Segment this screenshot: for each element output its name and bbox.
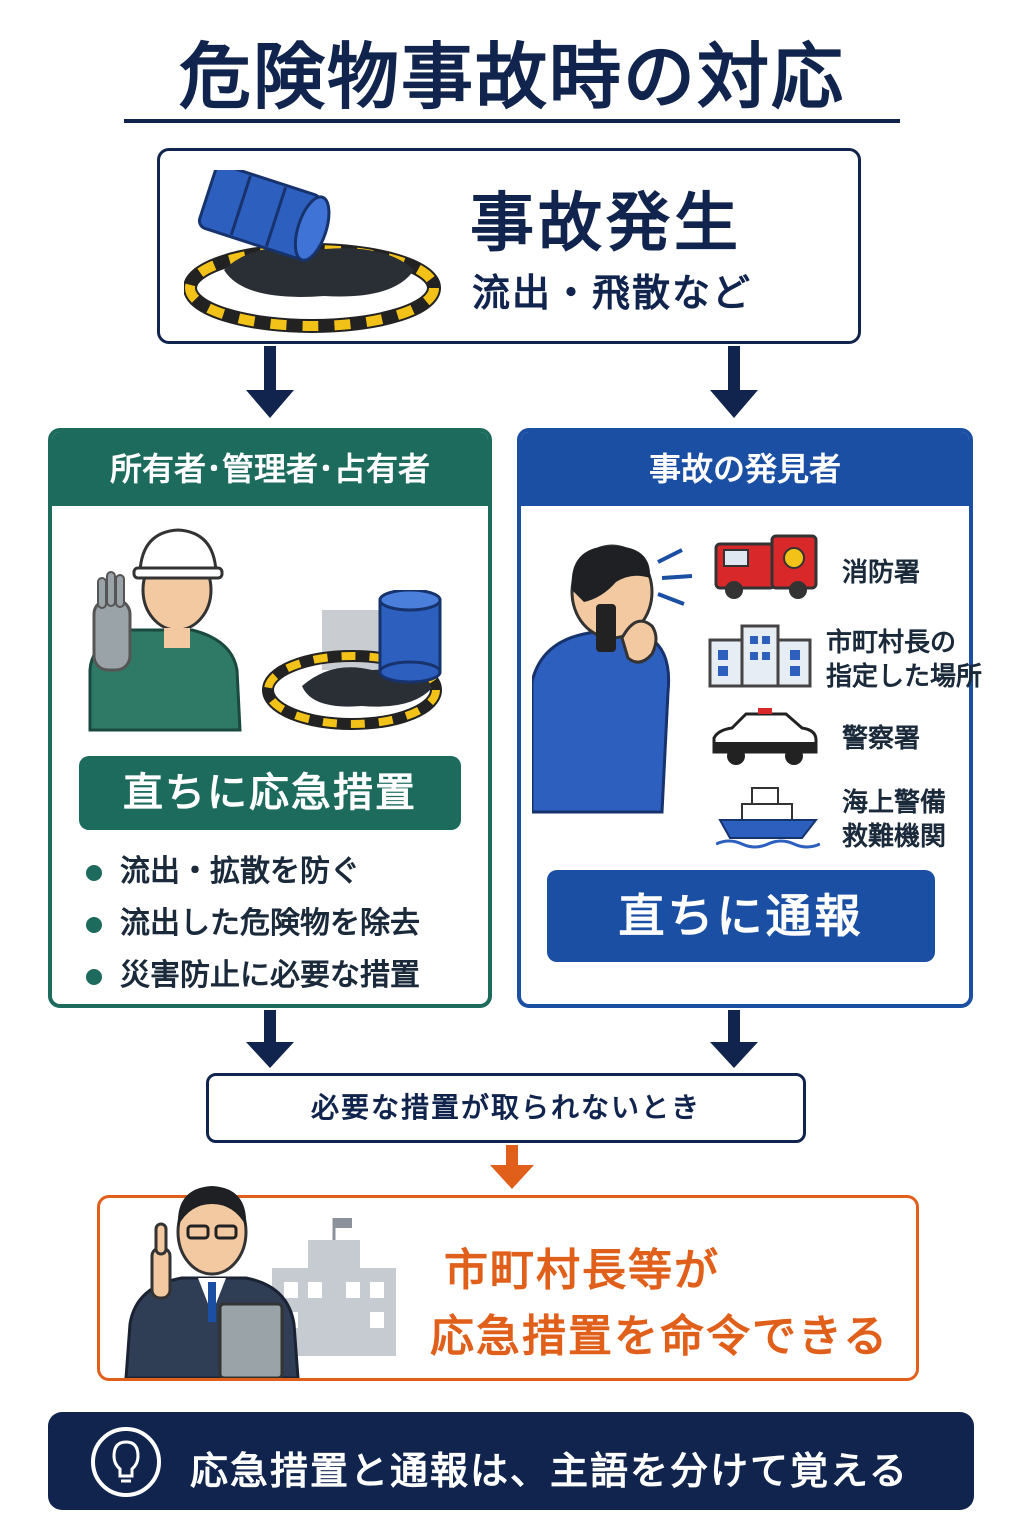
- city-hall-icon: [708, 624, 812, 688]
- tip-text: 応急措置と通報は、主語を分けて覚える: [190, 1449, 909, 1493]
- owner-panel-header: 所有者･管理者･占有者: [52, 432, 488, 506]
- mayor-text-line2: 応急措置を命令できる: [430, 1311, 890, 1362]
- worker-stop-gesture-icon: [88, 528, 242, 732]
- condition-box: 必要な措置が取られないとき: [206, 1073, 806, 1143]
- accident-subtitle: 流出・飛散など: [472, 271, 753, 315]
- coast-guard-ship-icon: [716, 787, 820, 849]
- contact-label-line: 市町村長の: [826, 628, 957, 658]
- arrow-down-icon: [246, 1010, 294, 1068]
- contact-label-line: 救難機関: [842, 822, 947, 852]
- arrow-down-icon: [710, 1010, 758, 1068]
- contact-label-line: 海上警備: [842, 788, 947, 818]
- mayor-text-line1: 市町村長等が: [444, 1245, 720, 1296]
- finder-panel-header: 事故の発見者: [521, 432, 969, 506]
- tip-bar: [48, 1412, 974, 1510]
- contact-label: 警察署: [842, 724, 921, 754]
- owner-bullet-text: 流出した危険物を除去: [120, 906, 420, 941]
- owner-panel: 所有者･管理者･占有者: [48, 428, 492, 1008]
- owner-bullet-text: 災害防止に必要な措置: [120, 958, 420, 993]
- person-phoning-icon: [532, 544, 693, 814]
- accident-title: 事故発生: [470, 187, 742, 261]
- owner-bullet-text: 流出・拡散を防ぐ: [120, 854, 360, 889]
- lightbulb-icon: [91, 1427, 161, 1497]
- spill-drum-icon: [184, 170, 441, 333]
- bullet-dot-icon: [86, 968, 102, 985]
- page-title: 危険物事故時の対応: [178, 35, 845, 119]
- bullet-dot-icon: [86, 916, 102, 933]
- arrow-down-icon: [710, 346, 758, 418]
- owner-bullet-item: 流出・拡散を防ぐ: [86, 846, 360, 890]
- arrow-down-icon: [490, 1145, 534, 1189]
- bullet-dot-icon: [86, 864, 102, 881]
- owner-bullet-item: 災害防止に必要な措置: [86, 950, 420, 994]
- fire-truck-icon: [714, 534, 818, 599]
- contact-label: 海上警備 救難機関: [842, 786, 946, 854]
- arrow-down-icon: [246, 346, 294, 418]
- owner-bullet-item: 流出した危険物を除去: [86, 898, 420, 942]
- owner-action-badge: 直ちに応急措置: [79, 756, 461, 830]
- finder-action-badge: 直ちに通報: [547, 870, 935, 962]
- contact-label: 市町村長の 指定した場所: [826, 626, 982, 694]
- title-divider: [124, 119, 900, 123]
- contact-label-line: 指定した場所: [826, 662, 983, 692]
- mayor-official-icon: [124, 1186, 300, 1378]
- police-car-icon: [712, 708, 818, 765]
- contact-label: 消防署: [842, 558, 921, 588]
- contained-spill-icon: [262, 590, 442, 730]
